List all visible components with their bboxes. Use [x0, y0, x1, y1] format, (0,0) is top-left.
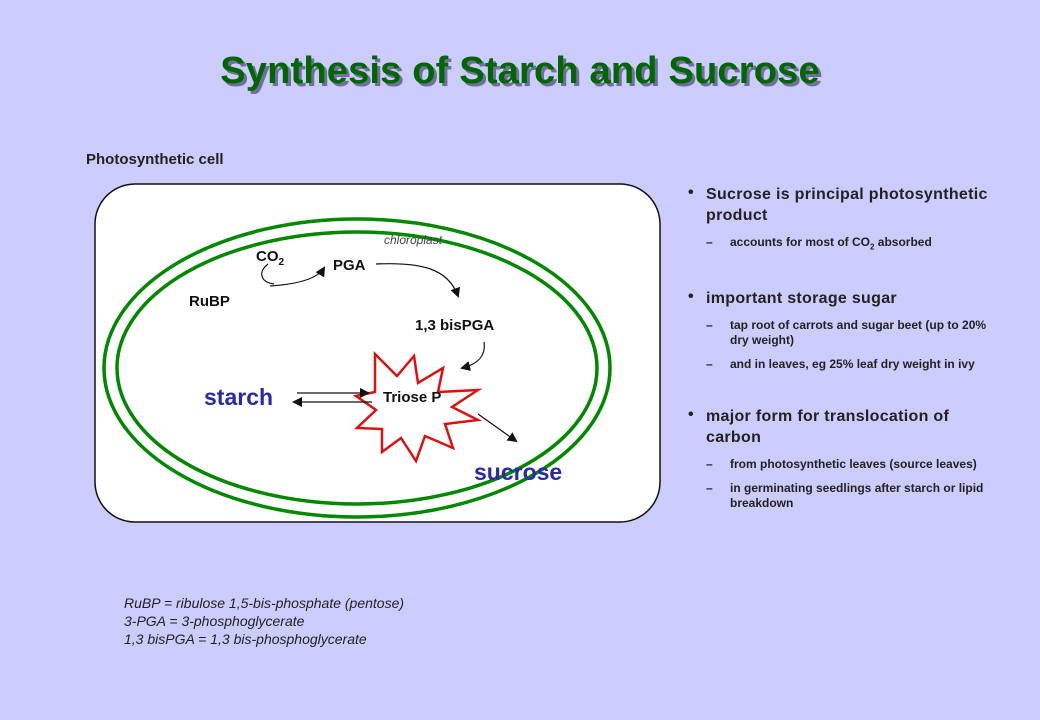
legend-line-bispga: 1,3 bisPGA = 1,3 bis-phosphoglycerate	[124, 631, 367, 647]
sub-text: and in leaves, eg 25% leaf dry weight in…	[730, 357, 975, 372]
legend-line-rubp: RuBP = ribulose 1,5-bis-phosphate (pento…	[124, 595, 405, 611]
bullet-main-text: Sucrose is principal photosynthetic prod…	[706, 186, 988, 224]
bullet-item: • major form for translocation of carbon…	[688, 406, 1008, 511]
sub-bullet: – from photosynthetic leaves (source lea…	[706, 457, 1008, 472]
co2-main: CO	[256, 248, 279, 265]
bullet-list: • Sucrose is principal photosynthetic pr…	[688, 184, 1008, 519]
sub-text: from photosynthetic leaves (source leave…	[730, 457, 977, 472]
sub-text: in germinating seedlings after starch or…	[730, 481, 984, 511]
sub-dash: –	[706, 457, 713, 472]
arrow-rubp-to-pga	[269, 266, 326, 287]
bullet-item: • important storage sugar – tap root of …	[688, 288, 1008, 372]
bullet-dot: •	[688, 184, 694, 201]
triose-burst	[352, 350, 483, 464]
rubp-label: RuBP	[189, 293, 230, 310]
arrow-pga-to-bispga	[375, 263, 461, 298]
sub-dash: –	[706, 481, 713, 496]
chloroplast-label: chloroplast	[384, 233, 443, 247]
sub-bullet: – accounts for most of CO2 absorbed	[706, 235, 1008, 254]
arrow-triose-to-sucrose	[477, 413, 518, 443]
bispga-label: 1,3 bisPGA	[415, 317, 494, 334]
cell-label: Photosynthetic cell	[86, 151, 224, 168]
sucrose-label: sucrose	[474, 459, 562, 485]
co2-label: CO2	[256, 248, 285, 268]
bullet-item: • Sucrose is principal photosynthetic pr…	[688, 184, 1008, 254]
sub-bullet: – tap root of carrots and sugar beet (up…	[706, 318, 1008, 348]
arrow-co2-loop	[261, 263, 275, 285]
sub-text-after: absorbed	[874, 235, 932, 249]
bullet-main-text: important storage sugar	[706, 290, 897, 308]
sub-dash: –	[706, 318, 713, 333]
sub-dash: –	[706, 357, 713, 372]
starch-label: starch	[204, 384, 273, 410]
bullet-main-text: major form for translocation of carbon	[706, 408, 950, 447]
chloroplast-outer-membrane	[102, 217, 612, 519]
sub-bullet: – and in leaves, eg 25% leaf dry weight …	[706, 357, 1008, 372]
bullet-dot: •	[688, 288, 694, 306]
sub-bullet: – in germinating seedlings after starch …	[706, 481, 1008, 511]
page-title: Synthesis of Starch and Sucrose	[220, 50, 820, 92]
triose-p-label: Triose P	[383, 389, 441, 406]
sub-text: accounts for most of CO	[730, 235, 871, 249]
sub-text: tap root of carrots and sugar beet (up t…	[730, 318, 987, 348]
co2-subscript: 2	[279, 257, 285, 268]
abbreviation-legend: RuBP = ribulose 1,5-bis-phosphate (pento…	[124, 594, 404, 648]
bullet-dot: •	[688, 406, 694, 424]
cell-boundary	[94, 183, 661, 523]
sub-subscript: 2	[870, 242, 875, 252]
sub-dash: –	[706, 235, 713, 249]
chloroplast-inner-membrane	[115, 230, 599, 506]
pga-label: PGA	[333, 257, 366, 274]
legend-line-pga: 3-PGA = 3-phosphoglycerate	[124, 613, 305, 629]
arrow-bispga-to-triose	[460, 341, 485, 371]
